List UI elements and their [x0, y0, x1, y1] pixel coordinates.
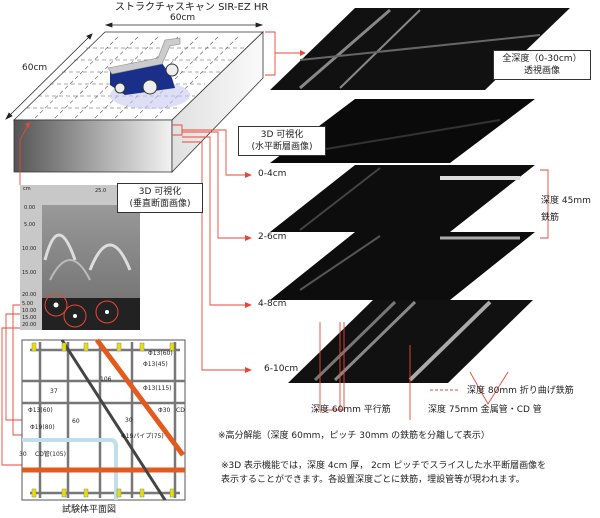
- gpr-vertical-section-image: [20, 185, 140, 330]
- scanner-device-icon: [107, 37, 190, 109]
- plan-label: Φ13(60): [148, 350, 173, 357]
- layer-2-6cm: [270, 165, 535, 232]
- pipe-label: 深度 75mm 金属管・CD 管: [428, 405, 542, 415]
- label-line: (水平断層画像): [251, 142, 313, 153]
- plan-label: CD管(105): [35, 451, 66, 458]
- plan-label: 37: [50, 388, 58, 395]
- plan-label: Φ30: [158, 407, 171, 414]
- y-tick: 15.00: [22, 315, 37, 321]
- note-3d-line1: ※3D 表示機能では，深度 4cm 厚， 2cm ピッチでスライスした水平断層画…: [221, 461, 547, 471]
- y-tick: 0.00: [24, 205, 36, 211]
- vertical-section-label: 3D 可視化 (垂直断面画像): [117, 183, 203, 214]
- plan-label: Φ19パイプ(75): [121, 433, 164, 440]
- plan-label: 106: [100, 376, 112, 383]
- plan-caption: 試験体平面図: [62, 505, 117, 515]
- plan-label: 30: [19, 451, 27, 458]
- label-line: 3D 可視化: [138, 187, 182, 197]
- y-tick: 10.00: [22, 308, 37, 314]
- bent-rebar-label: 深度 80mm 折り曲げ鉄筋: [467, 386, 574, 396]
- gpr-x-unit: cm: [23, 186, 31, 192]
- y-tick: 5.00: [24, 222, 36, 228]
- note-resolution: ※高分解能（深度 60mm，ピッチ 30mm の鉄筋を分離して表示）: [218, 431, 490, 441]
- depth-label-0-4: 0-4cm: [258, 169, 287, 179]
- arrowheads: [25, 50, 306, 373]
- specimen-plan-view: [21, 338, 186, 501]
- label-line: 全深度（0-30cm）: [502, 54, 582, 64]
- y-tick: 15.00: [22, 270, 37, 276]
- label-line: 深度 45mm: [541, 196, 591, 206]
- product-title: ストラクチャスキャン SIR-EZ HR: [115, 2, 269, 13]
- plan-label: Φ13(45): [143, 361, 168, 368]
- y-tick: 20.00: [22, 322, 37, 328]
- label-line: 鉄筋: [541, 213, 560, 224]
- y-tick: 10.00: [22, 246, 37, 252]
- plan-label: 60: [72, 418, 80, 425]
- rebar-45mm-label: 深度 45mm 鉄筋: [541, 193, 591, 227]
- depth-dimension: 60cm: [22, 63, 48, 73]
- note-3d-line2: 表示することができます。各設置深度ごとに鉄筋，埋設管等が現われます。: [221, 475, 525, 485]
- plan-label: Φ13(115): [143, 385, 172, 392]
- y-tick: 5.00: [22, 301, 34, 307]
- dimension-arrows: [5, 22, 264, 120]
- depth-label-2-6: 2-6cm: [258, 232, 287, 242]
- gpr-x-tick: 25.0: [95, 188, 107, 194]
- depth-label-6-10: 6-10cm: [264, 364, 299, 374]
- label-line: 3D 可視化: [260, 130, 304, 140]
- horizontal-section-label: 3D 可視化 (水平断層画像): [238, 126, 326, 157]
- layer-4-8cm: [270, 232, 535, 300]
- plan-label: Φ13(60): [28, 407, 53, 414]
- label-line: 透視画像: [523, 66, 560, 77]
- width-dimension: 60cm: [170, 13, 196, 23]
- depth-label-4-8: 4-8cm: [258, 299, 287, 309]
- y-tick: 20.00: [22, 292, 37, 298]
- plan-label: Φ19(80): [30, 424, 55, 431]
- plan-label: CD: [176, 407, 185, 414]
- parallel-rebar-label: 深度 60mm 平行筋: [311, 405, 391, 415]
- full-depth-label: 全深度（0-30cm） 透視画像: [493, 50, 591, 81]
- layer-0-4cm: [270, 99, 535, 163]
- layer-6-10cm: [288, 300, 533, 383]
- label-line: (垂直断面画像): [129, 199, 191, 210]
- plan-label: 30: [125, 417, 133, 424]
